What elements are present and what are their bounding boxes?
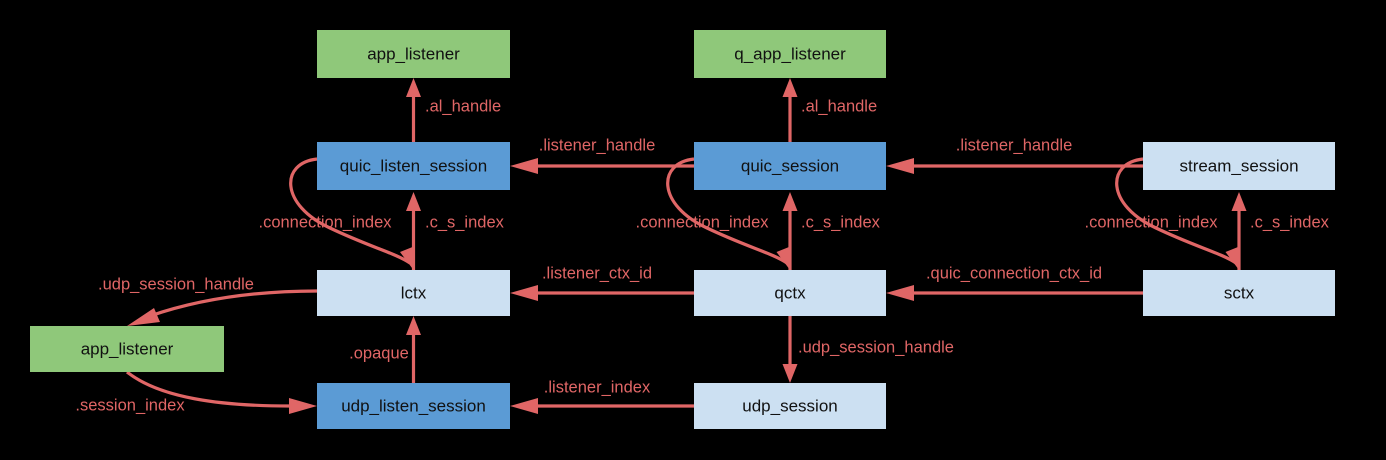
arrowhead: [510, 158, 538, 174]
edge-label-quic-connection-ctx-id: .quic_connection_ctx_id: [926, 264, 1102, 282]
node-box[interactable]: [1143, 142, 1335, 190]
arrowhead: [406, 316, 421, 335]
edge-listener-handle-right: [886, 158, 1143, 174]
edge-label-session-index: .session_index: [75, 396, 185, 414]
node-box[interactable]: [317, 270, 510, 316]
edge-al-handle-mid: [782, 78, 798, 142]
edge-listener-ctx-id: [510, 285, 694, 301]
node-app-listener-top[interactable]: app_listener: [317, 30, 510, 78]
edge-layer: [126, 78, 1247, 414]
edge-connection-index-mid: [666, 157, 792, 270]
edge-listener-handle-mid: [510, 158, 694, 174]
node-label: stream_session: [1179, 156, 1298, 175]
node-box[interactable]: [694, 270, 886, 316]
arrowhead: [886, 285, 914, 301]
edge-cs-index-mid: [782, 192, 798, 270]
edge-label-opaque: .opaque: [349, 344, 409, 362]
node-box[interactable]: [694, 383, 886, 429]
node-box[interactable]: [317, 142, 510, 190]
node-layer: app_listener q_app_listener quic_listen_…: [30, 30, 1335, 429]
node-sctx[interactable]: sctx: [1143, 270, 1335, 316]
node-label: q_app_listener: [734, 44, 846, 63]
node-lctx[interactable]: lctx: [317, 270, 510, 316]
edge-line: [126, 370, 291, 408]
edge-listener-index: [510, 398, 694, 414]
edge-label-layer: .al_handle .al_handle .listener_handle .…: [75, 97, 1329, 414]
node-label: sctx: [1224, 283, 1255, 302]
node-q-app-listener[interactable]: q_app_listener: [694, 30, 886, 78]
edge-connection-index-right: [1115, 157, 1241, 270]
arrowhead: [400, 246, 415, 270]
node-label: qctx: [774, 283, 806, 302]
edge-quic-connection-ctx-id: [886, 285, 1143, 301]
edge-cs-index-right: [1231, 192, 1247, 270]
edge-al-handle-left: [406, 78, 421, 142]
edge-label-cs-index-left: .c_s_index: [425, 213, 505, 231]
edge-label-listener-index: .listener_index: [544, 378, 651, 396]
edge-label-connection-index-mid: .connection_index: [635, 213, 769, 231]
arrowhead: [127, 308, 160, 326]
edge-label-connection-index-left: .connection_index: [258, 213, 392, 231]
node-qctx[interactable]: qctx: [694, 270, 886, 316]
arrowhead: [510, 398, 538, 414]
node-label: udp_session: [742, 396, 837, 415]
edge-opaque: [406, 316, 421, 383]
edge-label-listener-handle-mid: .listener_handle: [539, 136, 656, 154]
node-box[interactable]: [694, 30, 886, 78]
edge-line: [149, 289, 318, 318]
edge-label-udp-session-handle-left: .udp_session_handle: [98, 275, 254, 293]
node-label: lctx: [401, 283, 427, 302]
node-box[interactable]: [694, 142, 886, 190]
node-udp-session[interactable]: udp_session: [694, 383, 886, 429]
node-label: udp_listen_session: [341, 396, 486, 415]
edge-line: [1115, 157, 1237, 265]
edge-connection-index-left: [289, 157, 415, 270]
arrowhead: [1231, 192, 1247, 211]
arrowhead: [1225, 246, 1241, 270]
node-stream-session[interactable]: stream_session: [1143, 142, 1335, 190]
edge-label-listener-ctx-id: .listener_ctx_id: [542, 264, 652, 282]
node-quic-session[interactable]: quic_session: [694, 142, 886, 190]
arrowhead: [782, 192, 798, 211]
node-quic-listen-session[interactable]: quic_listen_session: [317, 142, 510, 190]
edge-udp-session-handle-mid: [782, 316, 798, 383]
arrowhead: [406, 78, 421, 97]
edge-label-al-handle-mid: .al_handle: [801, 97, 877, 115]
edge-label-listener-handle-right: .listener_handle: [956, 136, 1073, 154]
node-udp-listen-session[interactable]: udp_listen_session: [317, 383, 510, 429]
edge-label-udp-session-handle-mid: .udp_session_handle: [798, 338, 954, 356]
edge-udp-session-handle-left: [127, 289, 318, 326]
edge-line: [289, 157, 411, 265]
edge-cs-index-left: [406, 192, 421, 270]
edge-line: [666, 157, 788, 265]
arrowhead: [406, 192, 421, 211]
node-label: quic_session: [741, 156, 839, 175]
arrowhead: [289, 398, 317, 414]
arrowhead: [510, 285, 538, 301]
arrowhead: [782, 364, 798, 383]
node-label: quic_listen_session: [340, 156, 487, 175]
node-box[interactable]: [317, 30, 510, 78]
edge-label-connection-index-right: .connection_index: [1084, 213, 1218, 231]
edge-label-cs-index-mid: .c_s_index: [801, 213, 881, 231]
edge-session-index: [126, 370, 317, 414]
edge-label-al-handle-left: .al_handle: [425, 97, 501, 115]
node-box[interactable]: [317, 383, 510, 429]
arrowhead: [886, 158, 914, 174]
edge-label-cs-index-right: .c_s_index: [1250, 213, 1330, 231]
arrowhead: [776, 246, 792, 270]
node-box[interactable]: [1143, 270, 1335, 316]
node-app-listener-bottom[interactable]: app_listener: [30, 326, 224, 372]
node-label: app_listener: [367, 44, 460, 63]
node-box[interactable]: [30, 326, 224, 372]
arrowhead: [782, 78, 798, 97]
node-label: app_listener: [81, 339, 174, 358]
